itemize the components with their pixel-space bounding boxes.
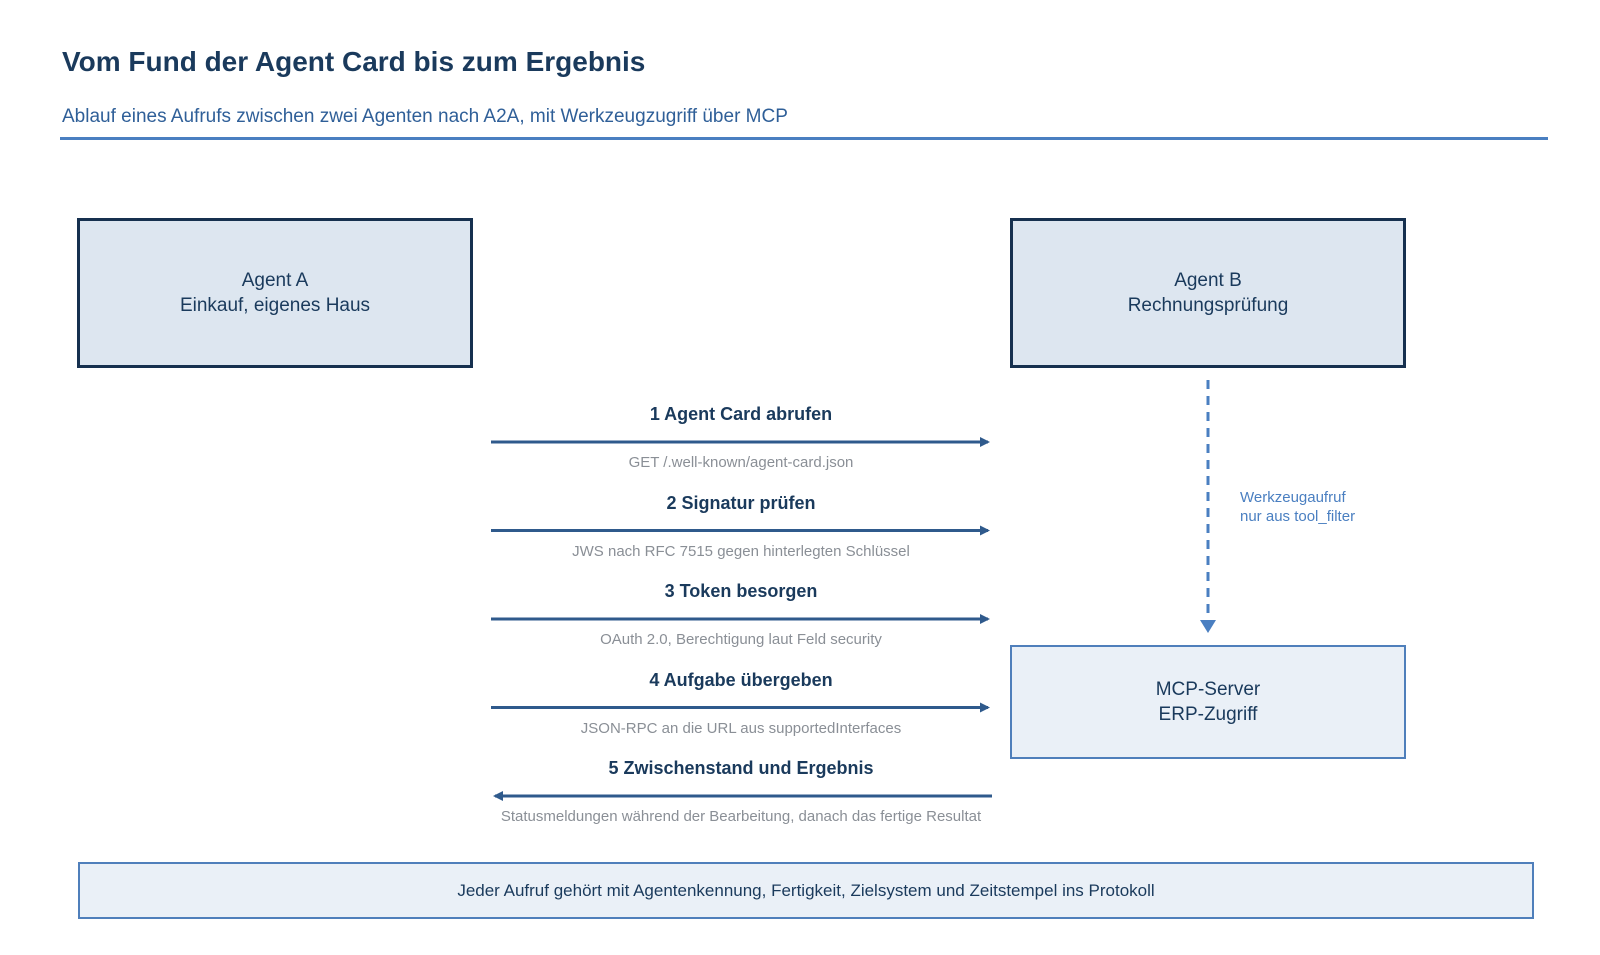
tool-call-note-line1: Werkzeugaufruf (1240, 489, 1346, 506)
header-divider (60, 137, 1548, 140)
step-title: 4 Aufgabe übergeben (649, 669, 833, 690)
mcp-server-role: ERP-Zugriff (1158, 704, 1258, 725)
agent-b-role: Rechnungsprüfung (1127, 295, 1289, 316)
step-title: 1 Agent Card abrufen (649, 404, 833, 424)
audit-log-text: Jeder Aufruf gehört mit Agentenkennung, … (457, 880, 1155, 900)
page-subtitle: Ablauf eines Aufrufs zwischen zwei Agent… (62, 106, 788, 127)
tool-call-arrowhead (1200, 620, 1216, 633)
step-title: 5 Zwischenstand und Ergebnis (608, 758, 874, 778)
page-title: Vom Fund der Agent Card bis zum Ergebnis (62, 46, 646, 77)
agent-a-role: Einkauf, eigenes Haus (179, 295, 371, 316)
step-title: 3 Token besorgen (664, 581, 818, 601)
mcp-server-name: MCP-Server (1155, 679, 1261, 700)
agent-b-box: Agent B Rechnungsprüfung (1010, 218, 1406, 368)
tool-call-note: Werkzeugaufruf nur aus tool_filter (1240, 488, 1355, 526)
step-detail: Statusmeldungen während der Bearbeitung,… (500, 808, 982, 825)
agent-a-name: Agent A (241, 270, 309, 291)
step-arrows (491, 437, 992, 801)
step-detail: JSON-RPC an die URL aus supportedInterfa… (580, 719, 902, 737)
agent-b-name: Agent B (1174, 270, 1242, 291)
mcp-server-box: MCP-Server ERP-Zugriff (1010, 645, 1406, 759)
step-detail: JWS nach RFC 7515 gegen hinterlegten Sch… (572, 542, 910, 560)
agent-a-box: Agent A Einkauf, eigenes Haus (77, 218, 473, 368)
tool-call-note-line2: nur aus tool_filter (1240, 508, 1356, 525)
step-detail: GET /.well-known/agent-card.json (628, 454, 854, 471)
step-title: 2 Signatur prüfen (666, 492, 816, 513)
audit-log-footer: Jeder Aufruf gehört mit Agentenkennung, … (78, 862, 1534, 919)
step-detail: OAuth 2.0, Berechtigung laut Feld securi… (600, 631, 882, 648)
